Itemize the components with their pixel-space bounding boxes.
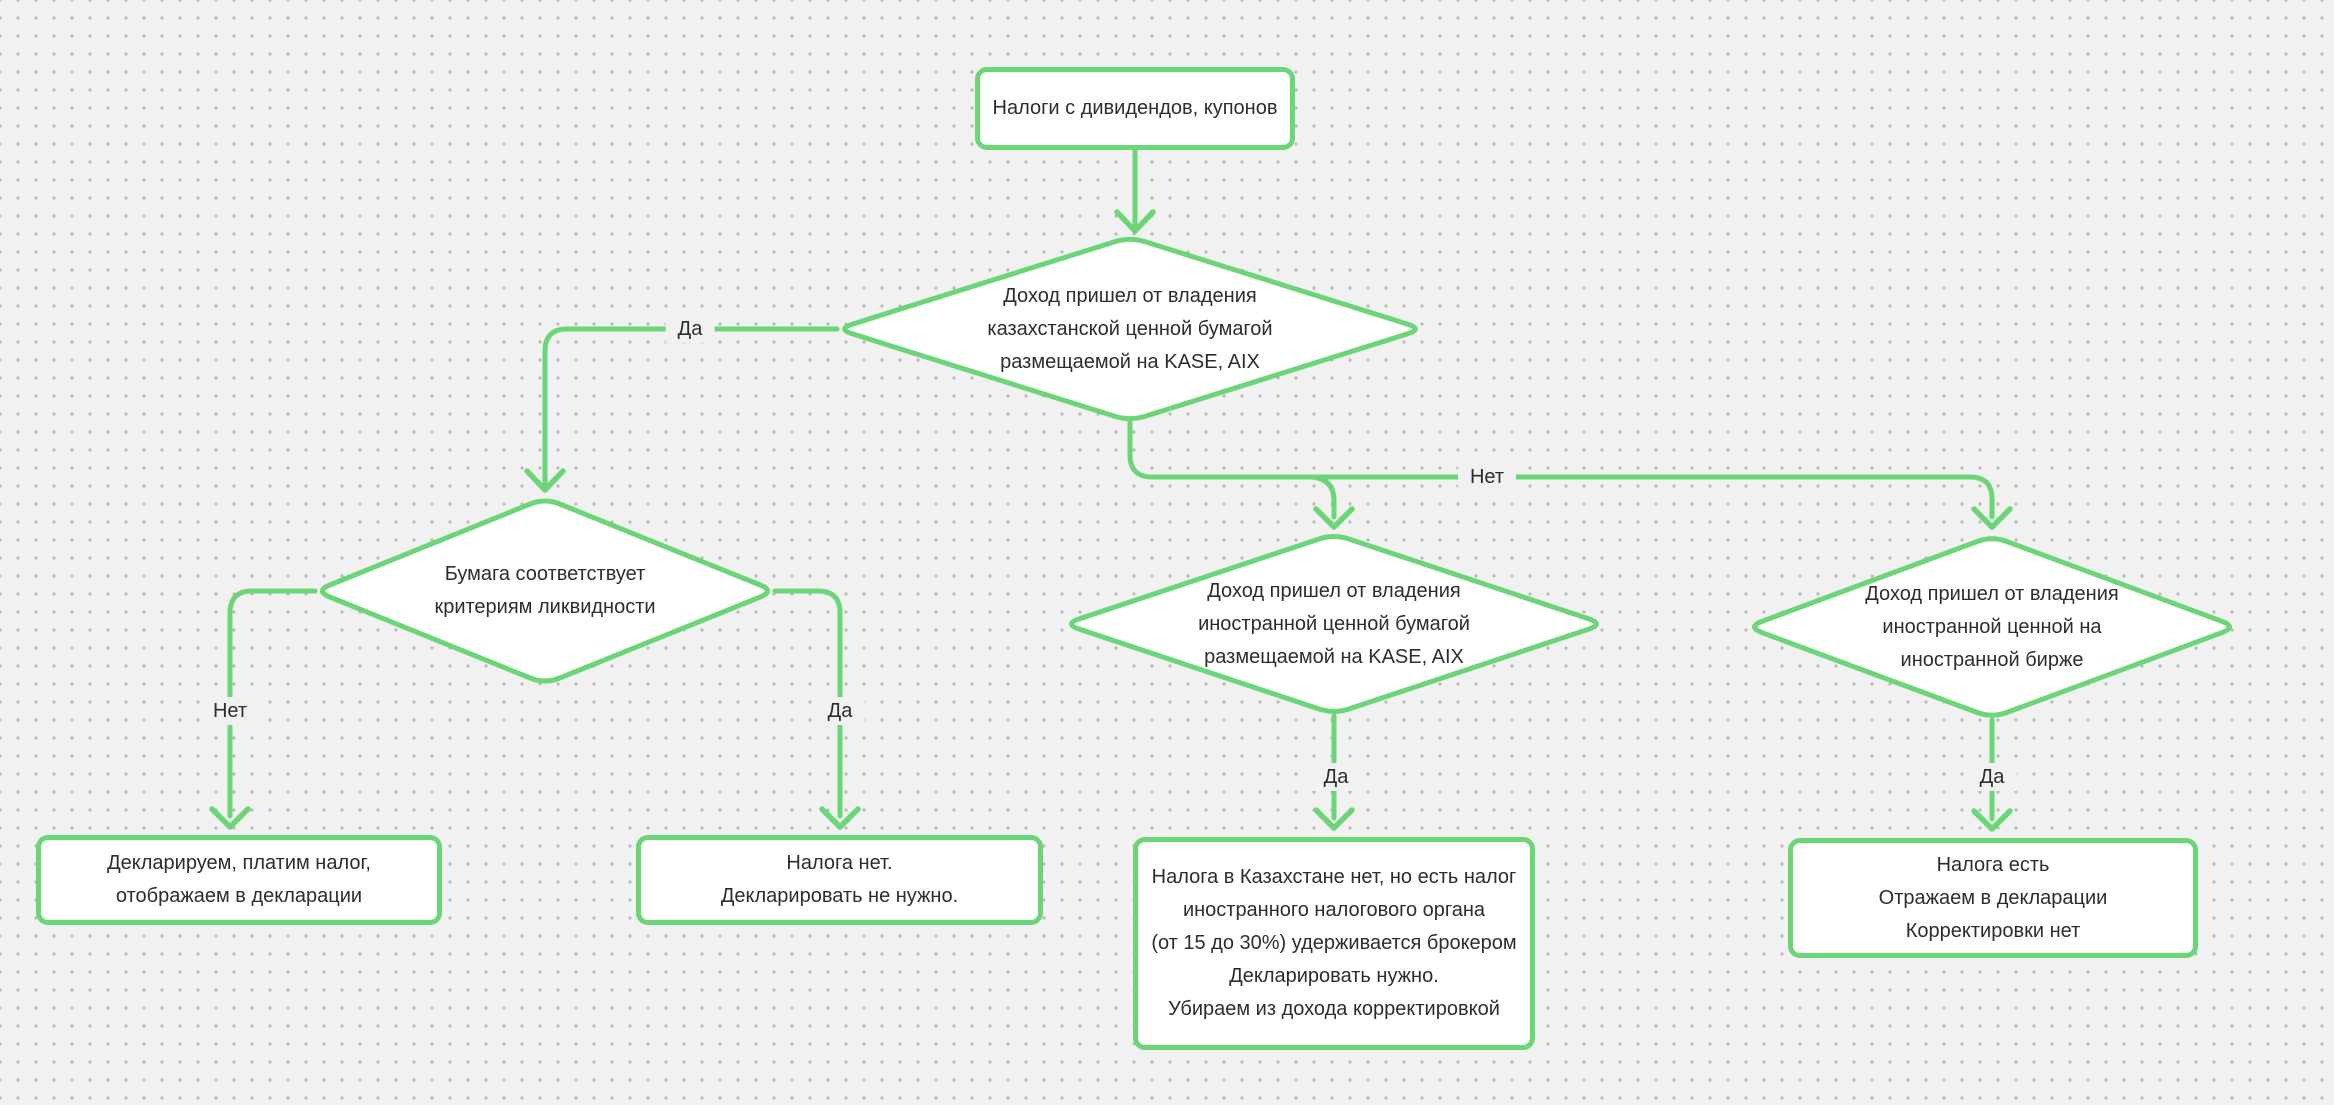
edge-label-yes-kz-to-liquidity[interactable]: Да: [665, 315, 715, 343]
edge-kz-diamond-no-to-foreign-exchange-diamond[interactable]: [1127, 418, 2013, 530]
decision-foreign-security-foreign-exchange[interactable]: [1752, 536, 2232, 718]
edge-label-no-liquidity[interactable]: Нет: [200, 697, 260, 725]
edge-branch-to-foreign-kase-diamond[interactable]: [1309, 474, 1355, 530]
decision-foreign-security-kase[interactable]: [1069, 534, 1599, 714]
edge-kz-diamond-yes-to-liquidity[interactable]: [524, 326, 840, 493]
edge-label-yes-liquidity[interactable]: Да: [815, 697, 865, 725]
result-foreign-tax-withheld-text: Налога в Казахстане нет, но есть налог и…: [1151, 866, 1517, 1020]
result-foreign-tax-withheld[interactable]: Налога в Казахстане нет, но есть налог и…: [1133, 837, 1535, 1050]
edge-label-yes-foreign-kase[interactable]: Да: [1311, 763, 1361, 791]
edge-start-to-kz-diamond[interactable]: [1114, 148, 1156, 234]
decision-kz-security-kase[interactable]: [842, 236, 1418, 422]
decision-liquidity-criteria[interactable]: [320, 498, 770, 684]
result-declare-pay-tax-text: Декларируем, платим налог, отображаем в …: [107, 852, 371, 907]
result-no-tax[interactable]: Налога нет. Декларировать не нужно.: [636, 835, 1043, 925]
result-tax-exists[interactable]: Налога есть Отражаем в декларации Коррек…: [1788, 838, 2198, 958]
start-box-text: Налоги с дивидендов, купонов: [992, 97, 1278, 119]
result-declare-pay-tax[interactable]: Декларируем, платим налог, отображаем в …: [36, 835, 442, 925]
edge-label-yes-foreign-exchange[interactable]: Да: [1967, 763, 2017, 791]
result-no-tax-text: Налога нет. Декларировать не нужно.: [720, 852, 959, 907]
start-box-taxes-dividends[interactable]: Налоги с дивидендов, купонов: [975, 67, 1295, 150]
edge-label-no-kz-diamond[interactable]: Нет: [1457, 463, 1517, 491]
edge-liquidity-no-to-declare[interactable]: [209, 588, 318, 830]
edge-liquidity-yes-to-no-tax[interactable]: [772, 588, 861, 830]
result-tax-exists-text: Налога есть Отражаем в декларации Коррек…: [1878, 853, 2108, 942]
